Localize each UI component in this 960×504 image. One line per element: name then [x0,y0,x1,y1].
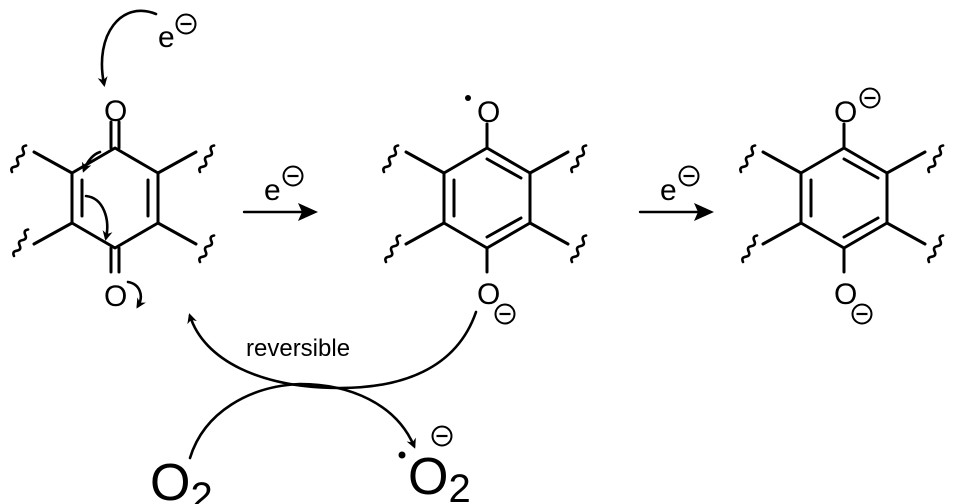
semiquinone-molecule [404,122,570,274]
minus-charge-icon [859,87,881,109]
electron-label-arrow2: e [660,174,677,207]
reversible-label: reversible [246,335,350,362]
minus-charge-icon [282,165,304,187]
atom-oxygen-anion-top: O [834,96,857,129]
atom-oxygen-radical: O [477,96,500,129]
minus-charge-icon [851,303,873,325]
reaction-arrow-icon [242,203,318,221]
quinone-molecule [32,120,198,274]
dioxygen-label: O2 [150,454,213,504]
dianion-molecule [761,122,927,274]
radical-dot-icon [398,451,406,459]
svg-text:O2: O2 [150,454,213,504]
electron-label-arrow1: e [264,174,281,207]
curved-arrow-icon [81,9,158,309]
curved-arrow-icon [187,310,478,460]
minus-charge-icon [175,13,197,35]
reaction-arrow-icon [638,203,714,221]
atom-oxygen-top: O [104,95,127,128]
electron-label-top: e [158,21,175,54]
radical-dot-icon [465,95,471,101]
superoxide-label: O2 [398,425,471,504]
minus-charge-icon [678,165,700,187]
minus-charge-icon [431,425,453,447]
atom-oxygen-bottom: O [104,280,127,313]
atom-oxygen-anion: O [477,278,500,311]
svg-text:O2: O2 [408,448,471,504]
atom-oxygen-anion-bottom: O [834,278,857,311]
minus-charge-icon [494,303,516,325]
